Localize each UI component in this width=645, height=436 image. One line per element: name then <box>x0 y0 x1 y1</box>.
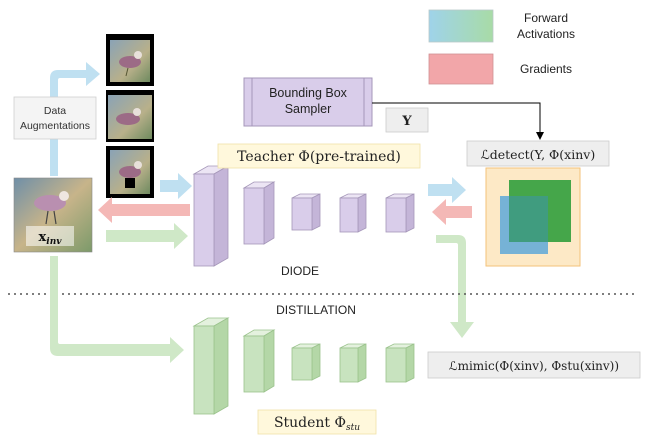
student-label-phi: Φ <box>335 415 346 431</box>
legend-forward-swatch <box>428 9 494 43</box>
svg-text:Student Φstu: Student Φstu <box>274 415 360 433</box>
teacher-layer-1 <box>192 165 230 267</box>
sampler-label-line1: Bounding Box <box>269 86 348 100</box>
student-layer-3 <box>291 343 321 381</box>
teacher-layer-4 <box>339 193 367 233</box>
legend-gradients-label: Gradients <box>520 62 572 76</box>
data-augmentations-label-line2: Augmentations <box>20 120 90 132</box>
bounding-box-sampler: Bounding Box Sampler <box>243 77 373 127</box>
legend: Forward Activations Gradients <box>428 9 575 85</box>
sampler-output-box: Y <box>385 107 429 133</box>
teacher-label-phi: Φ <box>298 149 309 165</box>
data-augmentations-label-line1: Data <box>44 105 66 117</box>
sampler-label-line2: Sampler <box>285 102 332 116</box>
gradient-arrow-to-teacher <box>432 199 472 225</box>
svg-text:xinv: xinv <box>39 230 63 247</box>
detection-output <box>485 167 581 267</box>
student-layer-1 <box>192 317 230 415</box>
student-label-sub: stu <box>346 423 360 433</box>
legend-gradients-swatch <box>428 53 494 85</box>
forward-arrow-to-detection <box>428 177 466 203</box>
augmentation-arrow <box>50 62 100 176</box>
augmentation-thumbnail-2 <box>106 90 154 142</box>
sampler-to-loss-arrow <box>372 102 544 140</box>
svg-text:Teacher Φ(pre-trained): Teacher Φ(pre-trained) <box>237 149 401 165</box>
teacher-label-rest: (pre-trained) <box>310 149 401 165</box>
input-label-sub: inv <box>46 237 62 247</box>
teacher-layer-2 <box>242 181 276 245</box>
teacher-label: Teacher Φ(pre-trained) <box>217 143 421 169</box>
augmentation-thumbnail-1 <box>106 34 154 86</box>
green-arrow-to-mimic-loss <box>436 235 474 338</box>
student-layer-5 <box>385 343 415 383</box>
diode-section-label: DIODE <box>281 264 319 278</box>
teacher-label-main: Teacher <box>237 149 298 165</box>
forward-arrow-green-to-teacher <box>106 223 188 249</box>
distillation-section-label: DISTILLATION <box>276 303 356 317</box>
detection-loss-label: ℒdetect(Y, Φ(xinv) <box>466 140 610 167</box>
legend-forward-label-line1: Forward <box>524 11 568 25</box>
mimic-loss-text: ℒmimic(Φ(xinv), Φstu(xinv)) <box>449 359 619 373</box>
detection-loss-text: ℒdetect(Y, Φ(xinv) <box>481 147 595 162</box>
gradient-arrow-to-input <box>98 197 190 223</box>
mimic-loss-label: ℒmimic(Φ(xinv), Φstu(xinv)) <box>427 351 641 379</box>
teacher-layer-5 <box>385 193 415 233</box>
student-layer-2 <box>242 329 276 393</box>
student-network <box>192 317 415 415</box>
teacher-layer-3 <box>291 193 321 231</box>
teacher-network <box>192 165 415 267</box>
forward-arrow-to-teacher <box>160 173 192 199</box>
student-label-main: Student <box>274 415 335 431</box>
augmentation-thumbnail-3 <box>106 146 154 198</box>
sampler-output-label: Y <box>401 114 412 129</box>
input-image: xinv <box>13 177 93 253</box>
green-arrow-to-student <box>50 256 184 363</box>
student-label: Student Φstu <box>257 409 377 435</box>
legend-forward-label-line2: Activations <box>517 27 575 41</box>
student-layer-4 <box>339 343 367 383</box>
data-augmentations-box: Data Augmentations <box>13 96 97 140</box>
input-label-main: x <box>39 230 47 245</box>
